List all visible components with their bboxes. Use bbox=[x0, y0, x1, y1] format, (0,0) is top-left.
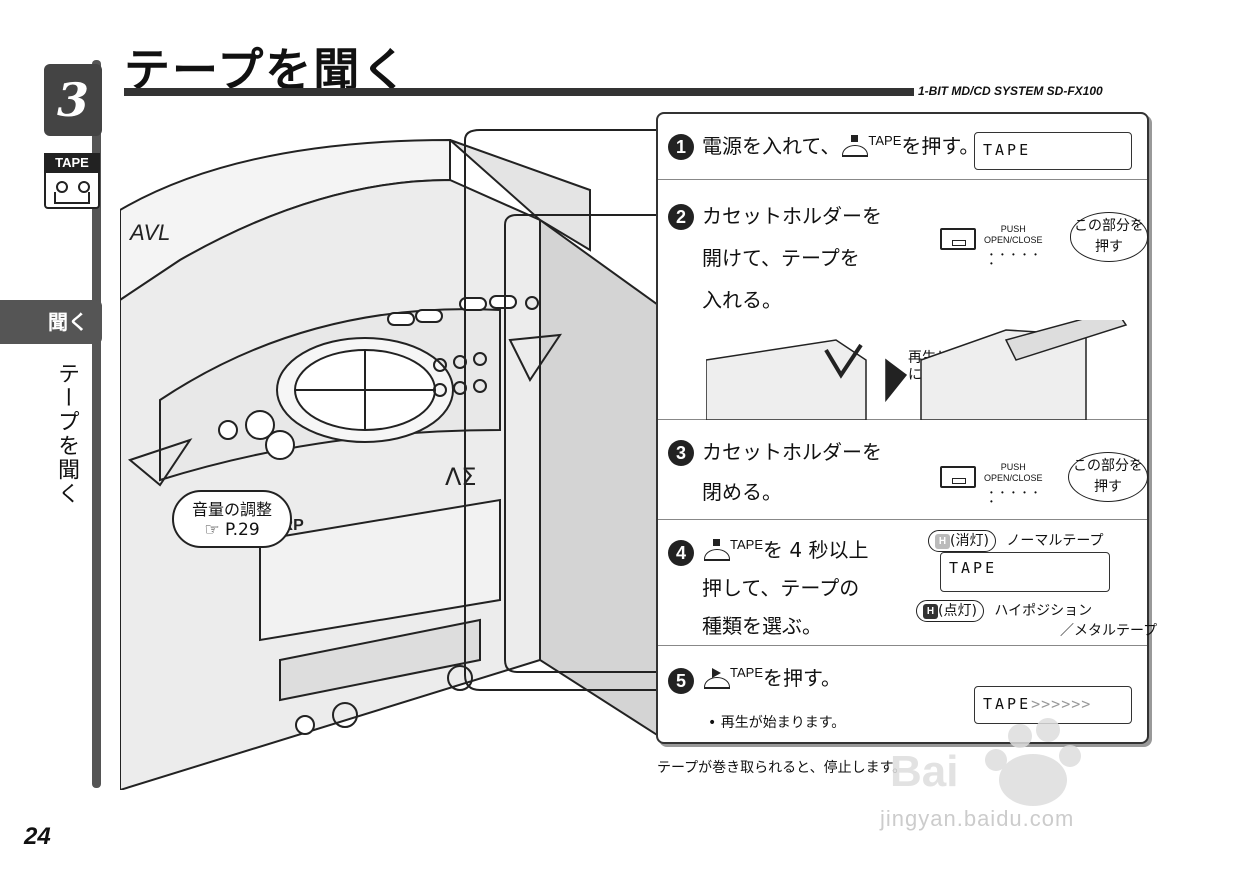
step-3-line-2: 閉める。 bbox=[702, 480, 782, 504]
baidu-paw-logo: Bai bbox=[890, 718, 1081, 806]
push-dots: • • • • • • bbox=[990, 488, 1040, 506]
playback-note: • 再生が始まります。 bbox=[708, 715, 846, 731]
step-text-part: 電源を入れて、 bbox=[702, 134, 841, 158]
display-tape-playing: TAPE>>>>>> bbox=[974, 686, 1132, 724]
svg-text:AVL: AVL bbox=[128, 220, 170, 245]
button-label: TAPE bbox=[730, 537, 763, 553]
section-tab: 聞く bbox=[0, 300, 102, 344]
tape-button-icon bbox=[702, 538, 732, 563]
step-5: 5 TAPEを押す。 • 再生が始まります。 TAPE>>>>>> bbox=[658, 646, 1147, 744]
step-number: 2 bbox=[668, 204, 694, 230]
step-2-line-1: カセットホルダーを bbox=[702, 204, 882, 228]
side-bar bbox=[92, 60, 101, 788]
cassette-icon bbox=[940, 228, 976, 250]
button-label: TAPE bbox=[868, 133, 902, 149]
step-number: 1 bbox=[668, 134, 694, 160]
tape-button-icon bbox=[840, 134, 870, 159]
step-number: 4 bbox=[668, 540, 694, 566]
chapter-box bbox=[44, 64, 102, 136]
title-rule bbox=[124, 88, 914, 96]
push-here-bubble: この部分を押す bbox=[1068, 452, 1148, 502]
step-text-part: を押す。 bbox=[763, 666, 841, 690]
display-tape: TAPE bbox=[974, 132, 1132, 170]
step-number: 5 bbox=[668, 668, 694, 694]
indicator-on-label: H(点灯) ハイポジション bbox=[916, 600, 1092, 622]
step-2-line-3: 入れる。 bbox=[702, 288, 782, 312]
step-4-line-1: TAPEを 4 秒以上 bbox=[702, 532, 868, 568]
indicator-off-label: H(消灯) ノーマルテープ bbox=[928, 530, 1104, 552]
tape-icon-label: TAPE bbox=[44, 153, 100, 173]
svg-text:Bai: Bai bbox=[890, 747, 958, 796]
callout-title: 音量の調整 bbox=[191, 500, 272, 519]
step-text-part: を押す。 bbox=[901, 134, 980, 158]
step-number: 3 bbox=[668, 440, 694, 466]
callout-ref-page: P.29 bbox=[225, 520, 260, 540]
model-label: 1-BIT MD/CD SYSTEM SD-FX100 bbox=[918, 84, 1103, 98]
reel-icon bbox=[78, 181, 90, 193]
step-4: 4 TAPEを 4 秒以上 押して、テープの 種類を選ぶ。 H(消灯) ノーマル… bbox=[658, 520, 1157, 646]
reel-icon bbox=[56, 181, 68, 193]
step-4-line-2: 押して、テープの bbox=[702, 576, 860, 600]
step-4-line-3: 種類を選ぶ。 bbox=[702, 614, 822, 638]
step-5-text: TAPEを押す。 bbox=[702, 660, 841, 696]
metal-tape-label: ／メタルテープ bbox=[1060, 623, 1158, 639]
callout-ref: ☞ P.29 bbox=[204, 520, 260, 540]
push-here-bubble: この部分を押す bbox=[1070, 212, 1148, 262]
footnote: テープが巻き取られると、停止します。 bbox=[657, 760, 907, 776]
vertical-title: テープを聞く bbox=[54, 362, 79, 506]
step-text-part: を 4 秒以上 bbox=[763, 538, 869, 562]
step-1-text: 電源を入れて、 TAPEを押す。 bbox=[702, 128, 979, 164]
display-tape: TAPE bbox=[940, 552, 1110, 592]
page-number: 24 bbox=[24, 823, 51, 850]
button-label: TAPE bbox=[730, 665, 763, 681]
volume-callout: 音量の調整 ☞ P.29 bbox=[172, 490, 292, 548]
play-button-icon bbox=[702, 667, 732, 691]
push-dots: • • • • • • bbox=[990, 250, 1040, 268]
step-1: 1 電源を入れて、 TAPEを押す。 TAPE bbox=[658, 114, 1147, 180]
step-3-line-1: カセットホルダーを bbox=[702, 440, 882, 464]
cassette-icon bbox=[940, 466, 976, 488]
svg-text:ΛΣ: ΛΣ bbox=[445, 463, 477, 491]
stereo-illustration: AVL ΛΣ ARP bbox=[120, 129, 665, 790]
step-2-line-2: 開けて、テープを bbox=[702, 246, 860, 270]
chapter-number: 3 bbox=[56, 73, 89, 127]
watermark-text: jingyan.baidu.com bbox=[880, 806, 1075, 831]
insert-tape-illustration bbox=[706, 320, 1128, 420]
steps-panel: 1 電源を入れて、TAPEを押す。 TAPE 2 カセットホルダーを 開けて、テ… bbox=[656, 112, 1157, 744]
cassette-window bbox=[54, 192, 90, 204]
